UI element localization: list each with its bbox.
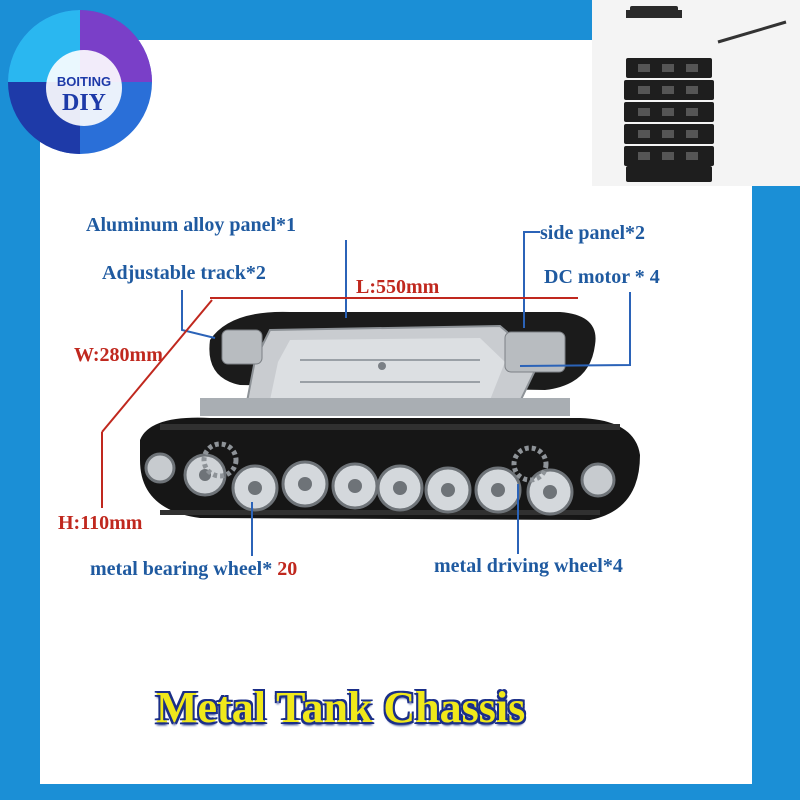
label-length: L:550mm [356, 276, 440, 298]
track-links-inset [592, 0, 800, 186]
track-links-illustration [624, 6, 787, 182]
bearing-wheel-text: metal bearing wheel* [90, 558, 273, 580]
label-driving-wheel: metal driving wheel*4 [434, 555, 623, 577]
brand-logo: BOITING DIY [4, 4, 156, 160]
logo-top-text: BOITING [57, 74, 111, 89]
label-bearing-wheel: metal bearing wheel* 20 [90, 558, 297, 581]
label-side-panel: side panel*2 [540, 222, 646, 244]
product-title: Metal Tank Chassis [156, 683, 526, 732]
label-width: W:280mm [74, 344, 163, 366]
label-adjustable-track: Adjustable track*2 [102, 262, 266, 284]
bearing-wheel-count: 20 [277, 558, 298, 580]
label-height: H:110mm [58, 512, 143, 534]
label-aluminum-panel: Aluminum alloy panel*1 [86, 214, 297, 236]
logo-bottom-text: DIY [62, 90, 106, 116]
label-dc-motor: DC motor * 4 [544, 266, 660, 288]
